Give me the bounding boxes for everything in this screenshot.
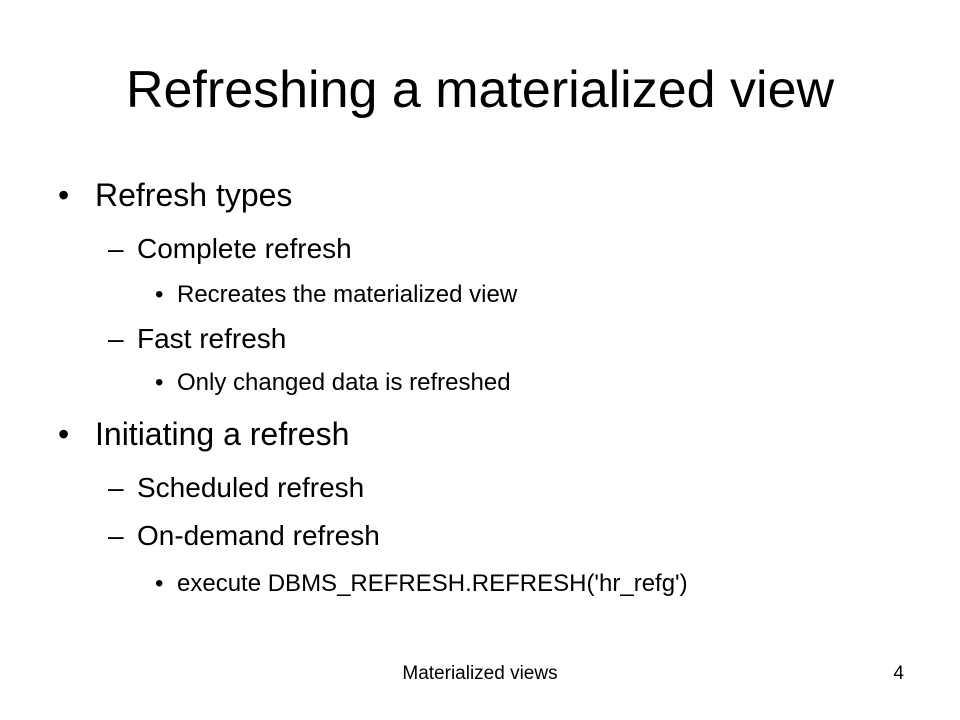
- slide-title: Refreshing a materialized view: [125, 61, 835, 119]
- bullet-text: Refresh types: [95, 177, 293, 213]
- dash-marker-icon: –: [108, 323, 124, 354]
- bullet-text: Recreates the materialized view: [177, 281, 518, 308]
- dash-marker-icon: –: [108, 472, 124, 503]
- bullet-dot-icon: •: [155, 281, 164, 308]
- dash-marker-icon: –: [108, 233, 124, 264]
- slide-footer: Materialized views: [402, 663, 558, 684]
- bullet-text: On-demand refresh: [137, 520, 380, 551]
- bullet-dot-icon: •: [58, 177, 70, 213]
- bullet-text: Only changed data is refreshed: [177, 369, 511, 396]
- slide-number: 4: [893, 663, 904, 684]
- bullet-text: Scheduled refresh: [137, 472, 365, 503]
- bullet-dot-icon: •: [155, 369, 164, 396]
- bullet-dot-icon: •: [155, 570, 164, 597]
- bullet-text: Fast refresh: [137, 323, 287, 354]
- bullet-text: execute DBMS_REFRESH.REFRESH('hr_refg'): [177, 570, 688, 597]
- bullet-text: Complete refresh: [137, 233, 352, 264]
- bullet-text: Initiating a refresh: [95, 416, 350, 452]
- bullet-dot-icon: •: [58, 416, 70, 452]
- dash-marker-icon: –: [108, 520, 124, 551]
